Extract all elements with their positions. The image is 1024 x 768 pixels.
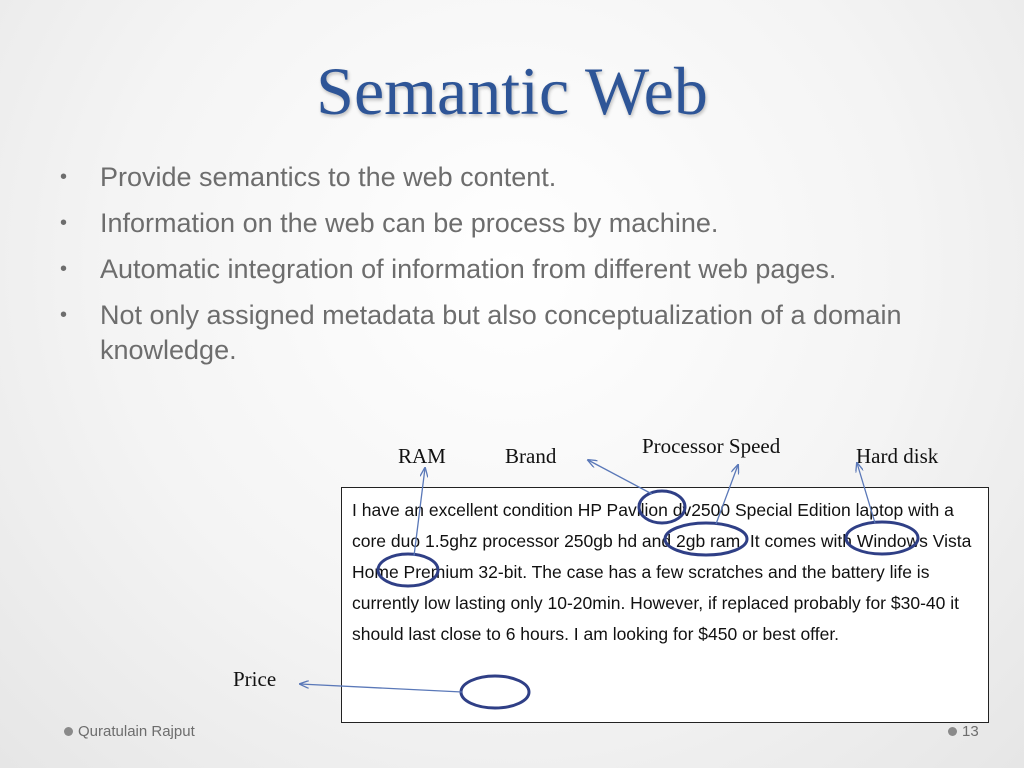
- hp-highlight-circle: [637, 489, 687, 525]
- bullet-item: • Information on the web can be process b…: [58, 206, 978, 241]
- page-number-text: 13: [962, 723, 979, 740]
- processor-speed-arrow: [715, 465, 738, 525]
- footer-dot-icon: [948, 727, 957, 736]
- ram-label: RAM: [398, 444, 446, 468]
- bullet-item: • Automatic integration of information fr…: [58, 252, 978, 287]
- hard-disk-label: Hard disk: [856, 444, 939, 468]
- ram-arrow: [413, 468, 425, 557]
- footer-author: Quratulain Rajput: [64, 723, 195, 740]
- bullet-text: Not only assigned metadata but also conc…: [100, 300, 902, 365]
- price-label: Price: [233, 667, 277, 691]
- bullet-icon: •: [60, 304, 68, 326]
- bullet-text: Information on the web can be process by…: [100, 208, 719, 238]
- slide-title: Semantic Web: [316, 53, 708, 129]
- laptop-description-text: I have an excellent condition HP Pavilio…: [352, 500, 972, 644]
- laptop-description-box: I have an excellent condition HP Pavilio…: [341, 487, 989, 723]
- footer-page-number: 13: [948, 723, 979, 740]
- brand-label: Brand: [505, 444, 557, 468]
- bullet-icon: •: [60, 166, 68, 188]
- brand-arrow: [588, 460, 653, 495]
- bullet-text: Provide semantics to the web content.: [100, 162, 557, 192]
- processor-speed-label: Processor Speed: [642, 434, 781, 458]
- bullet-icon: •: [60, 212, 68, 234]
- processor-highlight-circle: [663, 521, 749, 557]
- bullet-item: • Not only assigned metadata but also con…: [58, 298, 978, 368]
- price-highlight-circle: [459, 674, 531, 710]
- harddisk-highlight-circle: [844, 520, 920, 556]
- ram-highlight-circle: [376, 552, 440, 588]
- bullet-list: • Provide semantics to the web content. •…: [58, 160, 978, 379]
- footer-dot-icon: [64, 727, 73, 736]
- bullet-text: Automatic integration of information fro…: [100, 254, 837, 284]
- footer-author-text: Quratulain Rajput: [78, 723, 195, 740]
- bullet-icon: •: [60, 258, 68, 280]
- bullet-item: • Provide semantics to the web content.: [58, 160, 978, 195]
- price-arrow: [300, 684, 463, 693]
- hard-disk-arrow: [857, 463, 876, 524]
